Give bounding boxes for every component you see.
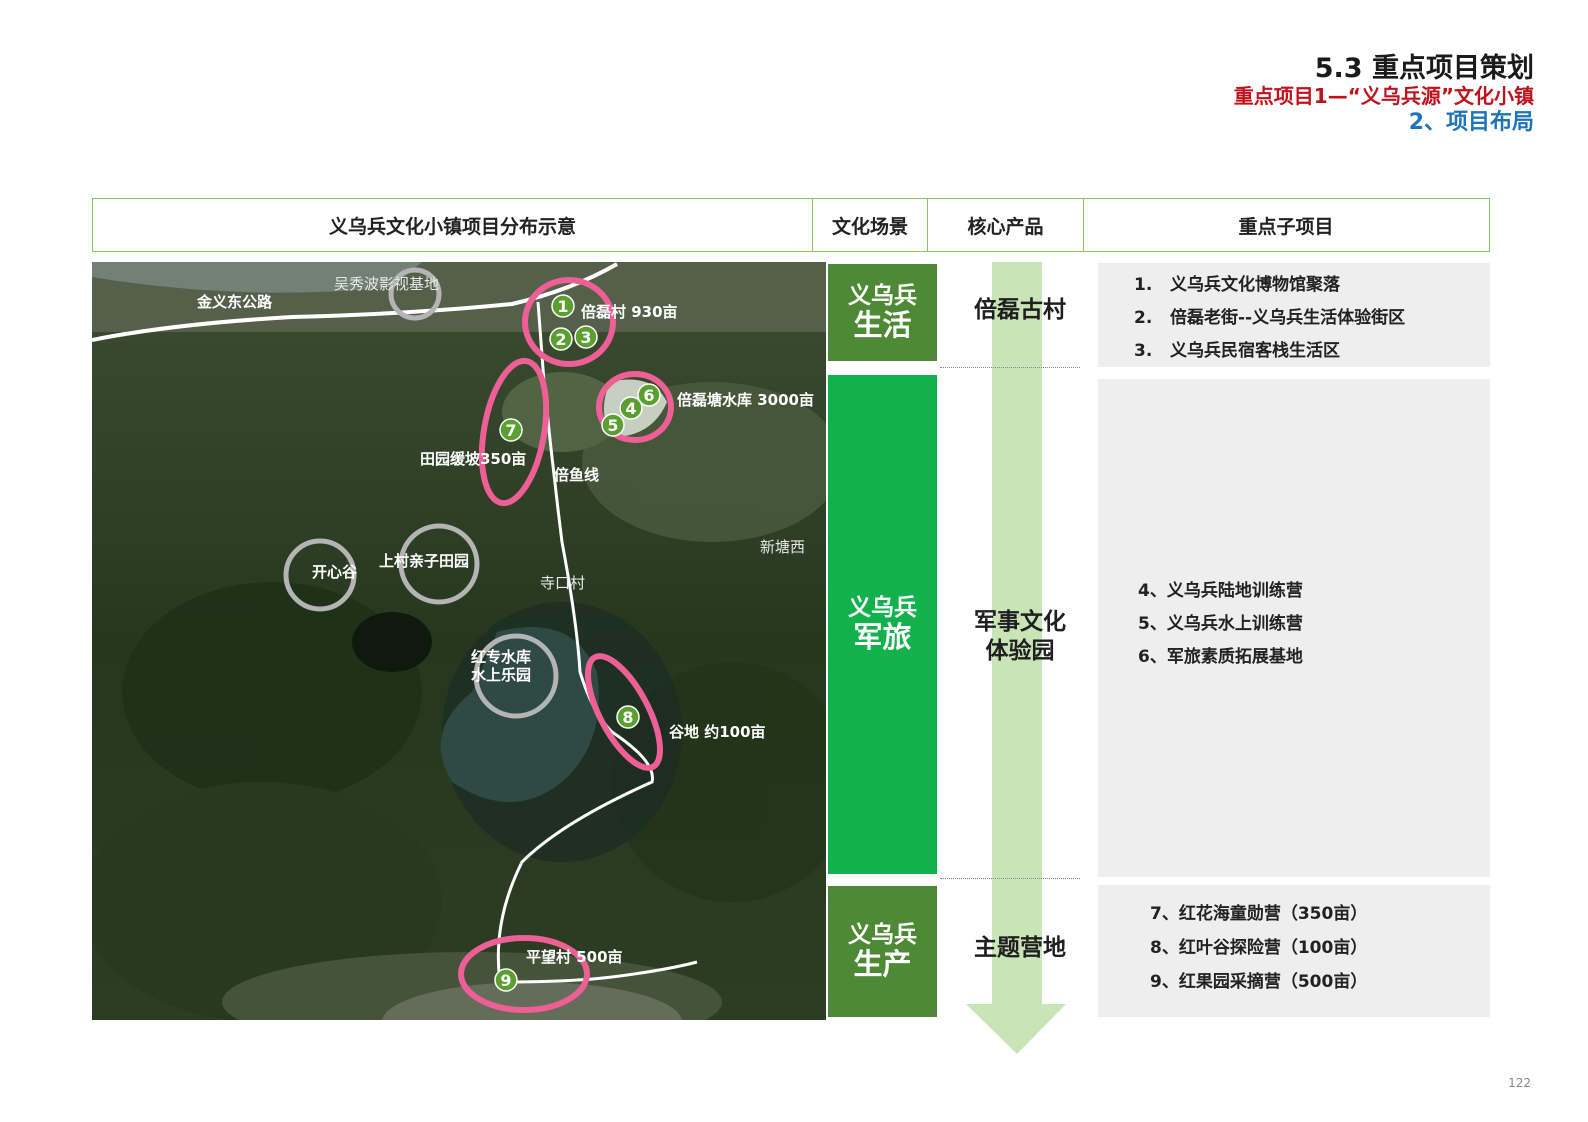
marker-8-label: 8 xyxy=(622,708,633,727)
marker-3-label: 3 xyxy=(580,328,591,347)
label-valley: 谷地 约100亩 xyxy=(669,723,766,741)
divider-1 xyxy=(940,367,1080,368)
header-map: 义乌兵文化小镇项目分布示意 xyxy=(93,199,813,251)
label-slope: 田园缓坡350亩 xyxy=(420,450,526,468)
scene-production: 义乌兵生产 xyxy=(828,886,937,1017)
scene-production-line2: 生产 xyxy=(853,947,912,982)
scene-production-line1: 义乌兵 xyxy=(848,921,917,948)
subproject-item: 9、红果园采摘营（500亩） xyxy=(1150,972,1368,992)
label-hongzhuan-1: 红专水库 xyxy=(471,648,531,666)
scene-military-line1: 义乌兵 xyxy=(848,594,917,621)
scene-military-line2: 军旅 xyxy=(853,620,912,655)
subproject-num: 2. xyxy=(1134,308,1153,328)
satellite-map: 1 2 3 4 5 6 7 xyxy=(92,262,826,1020)
subproject-num: 3. xyxy=(1134,341,1153,361)
header-product: 核心产品 xyxy=(928,199,1084,251)
product-military-park: 军事文化 体验园 xyxy=(945,608,1095,666)
existing-areas xyxy=(283,267,559,719)
marker-6: 6 xyxy=(637,383,661,407)
product-1-line1: 倍磊古村 xyxy=(974,297,1066,323)
marker-1-label: 1 xyxy=(557,297,568,316)
scene-life: 义乌兵生活 xyxy=(828,264,937,361)
marker-4-label: 4 xyxy=(625,399,636,418)
divider-2 xyxy=(940,878,1080,879)
label-hongzhuan-2: 水上乐园 xyxy=(471,666,531,684)
label-road-jinyi: 金义东公路 xyxy=(196,293,273,311)
subproject-item: 7、红花海童勋营（350亩） xyxy=(1150,904,1368,924)
marker-9: 9 xyxy=(494,968,518,992)
flow-arrow-icon xyxy=(966,262,1066,1054)
project-title: 重点项目1—“义乌兵源”文化小镇 xyxy=(1233,84,1534,108)
label-kaixingu: 开心谷 xyxy=(312,563,358,581)
product-theme-camp: 主题营地 xyxy=(945,934,1095,963)
subproject-item: 8、红叶谷探险营（100亩） xyxy=(1150,938,1368,958)
scene-military: 义乌兵军旅 xyxy=(828,375,937,874)
product-3-line1: 主题营地 xyxy=(974,935,1066,961)
label-beiyu-line: 倍鱼线 xyxy=(554,466,599,484)
marker-4: 4 xyxy=(619,396,643,420)
highlight-areas xyxy=(458,277,674,1013)
subprojects-group-1: 1. 义乌兵文化博物馆聚落 2. 倍磊老街--义乌兵生活体验街区 3. 义乌兵民宿客栈… xyxy=(1098,263,1490,367)
scene-life-line2: 生活 xyxy=(853,308,912,343)
label-sikou-village: 寺口村 xyxy=(540,574,585,592)
project-markers: 1 2 3 4 5 6 7 xyxy=(494,294,661,992)
marker-3: 3 xyxy=(574,325,598,349)
subproject-item: 4、义乌兵陆地训练营 xyxy=(1138,581,1303,601)
scene-life-line1: 义乌兵 xyxy=(848,282,917,309)
part-title: 2、项目布局 xyxy=(1408,110,1534,135)
marker-5: 5 xyxy=(601,413,625,437)
label-xintangxi: 新塘西 xyxy=(760,538,805,556)
subproject-item: 6、军旅素质拓展基地 xyxy=(1138,647,1303,667)
road-jinyi xyxy=(92,262,619,342)
marker-5-label: 5 xyxy=(607,416,618,435)
section-title: 5.3 重点项目策划 xyxy=(1314,53,1534,84)
label-beilei-village: 倍磊村 930亩 xyxy=(581,303,678,321)
subproject-text: 义乌兵文化博物馆聚落 xyxy=(1170,275,1340,295)
subprojects-group-2: 4、义乌兵陆地训练营 5、义乌兵水上训练营 6、军旅素质拓展基地 xyxy=(1098,379,1490,877)
marker-2-label: 2 xyxy=(555,330,566,349)
marker-8: 8 xyxy=(616,705,640,729)
subproject-item: 2. 倍磊老街--义乌兵生活体验街区 xyxy=(1134,302,1490,335)
marker-9-label: 9 xyxy=(500,971,511,990)
product-ancient-village: 倍磊古村 xyxy=(945,296,1095,325)
header-scene: 文化场景 xyxy=(813,199,928,251)
subproject-num: 1. xyxy=(1134,275,1153,295)
subproject-text: 倍磊老街--义乌兵生活体验街区 xyxy=(1170,308,1406,328)
subproject-item: 3. 义乌兵民宿客栈生活区 xyxy=(1134,335,1490,368)
page-number: 122 xyxy=(1508,1076,1531,1090)
label-shangcun-park: 上村亲子田园 xyxy=(379,552,469,570)
product-2-line2: 体验园 xyxy=(985,637,1055,664)
subproject-text: 义乌兵民宿客栈生活区 xyxy=(1170,341,1340,361)
table-header: 义乌兵文化小镇项目分布示意 文化场景 核心产品 重点子项目 xyxy=(92,198,1490,252)
subproject-item: 5、义乌兵水上训练营 xyxy=(1138,614,1303,634)
subproject-item: 1. 义乌兵文化博物馆聚落 xyxy=(1134,269,1490,302)
marker-1: 1 xyxy=(551,294,575,318)
marker-2: 2 xyxy=(549,327,573,351)
marker-7-label: 7 xyxy=(505,421,516,440)
place-labels: 金义东公路 吴秀波影视基地 倍磊村 930亩 倍磊塘水库 3000亩 田园缓坡3… xyxy=(196,275,814,966)
road-beiyu xyxy=(496,301,698,984)
label-pingwang: 平望村 500亩 xyxy=(526,948,623,966)
product-2-line1: 军事文化 xyxy=(974,609,1066,635)
header-subprojects: 重点子项目 xyxy=(1238,215,1334,238)
label-reservoir: 倍磊塘水库 3000亩 xyxy=(677,391,814,409)
project-map: 1 2 3 4 5 6 7 xyxy=(92,262,826,1020)
marker-6-label: 6 xyxy=(643,386,654,405)
subprojects-group-3: 7、红花海童勋营（350亩） 8、红叶谷探险营（100亩） 9、红果园采摘营（5… xyxy=(1098,885,1490,1017)
label-film-base: 吴秀波影视基地 xyxy=(334,275,439,293)
marker-7: 7 xyxy=(499,418,523,442)
